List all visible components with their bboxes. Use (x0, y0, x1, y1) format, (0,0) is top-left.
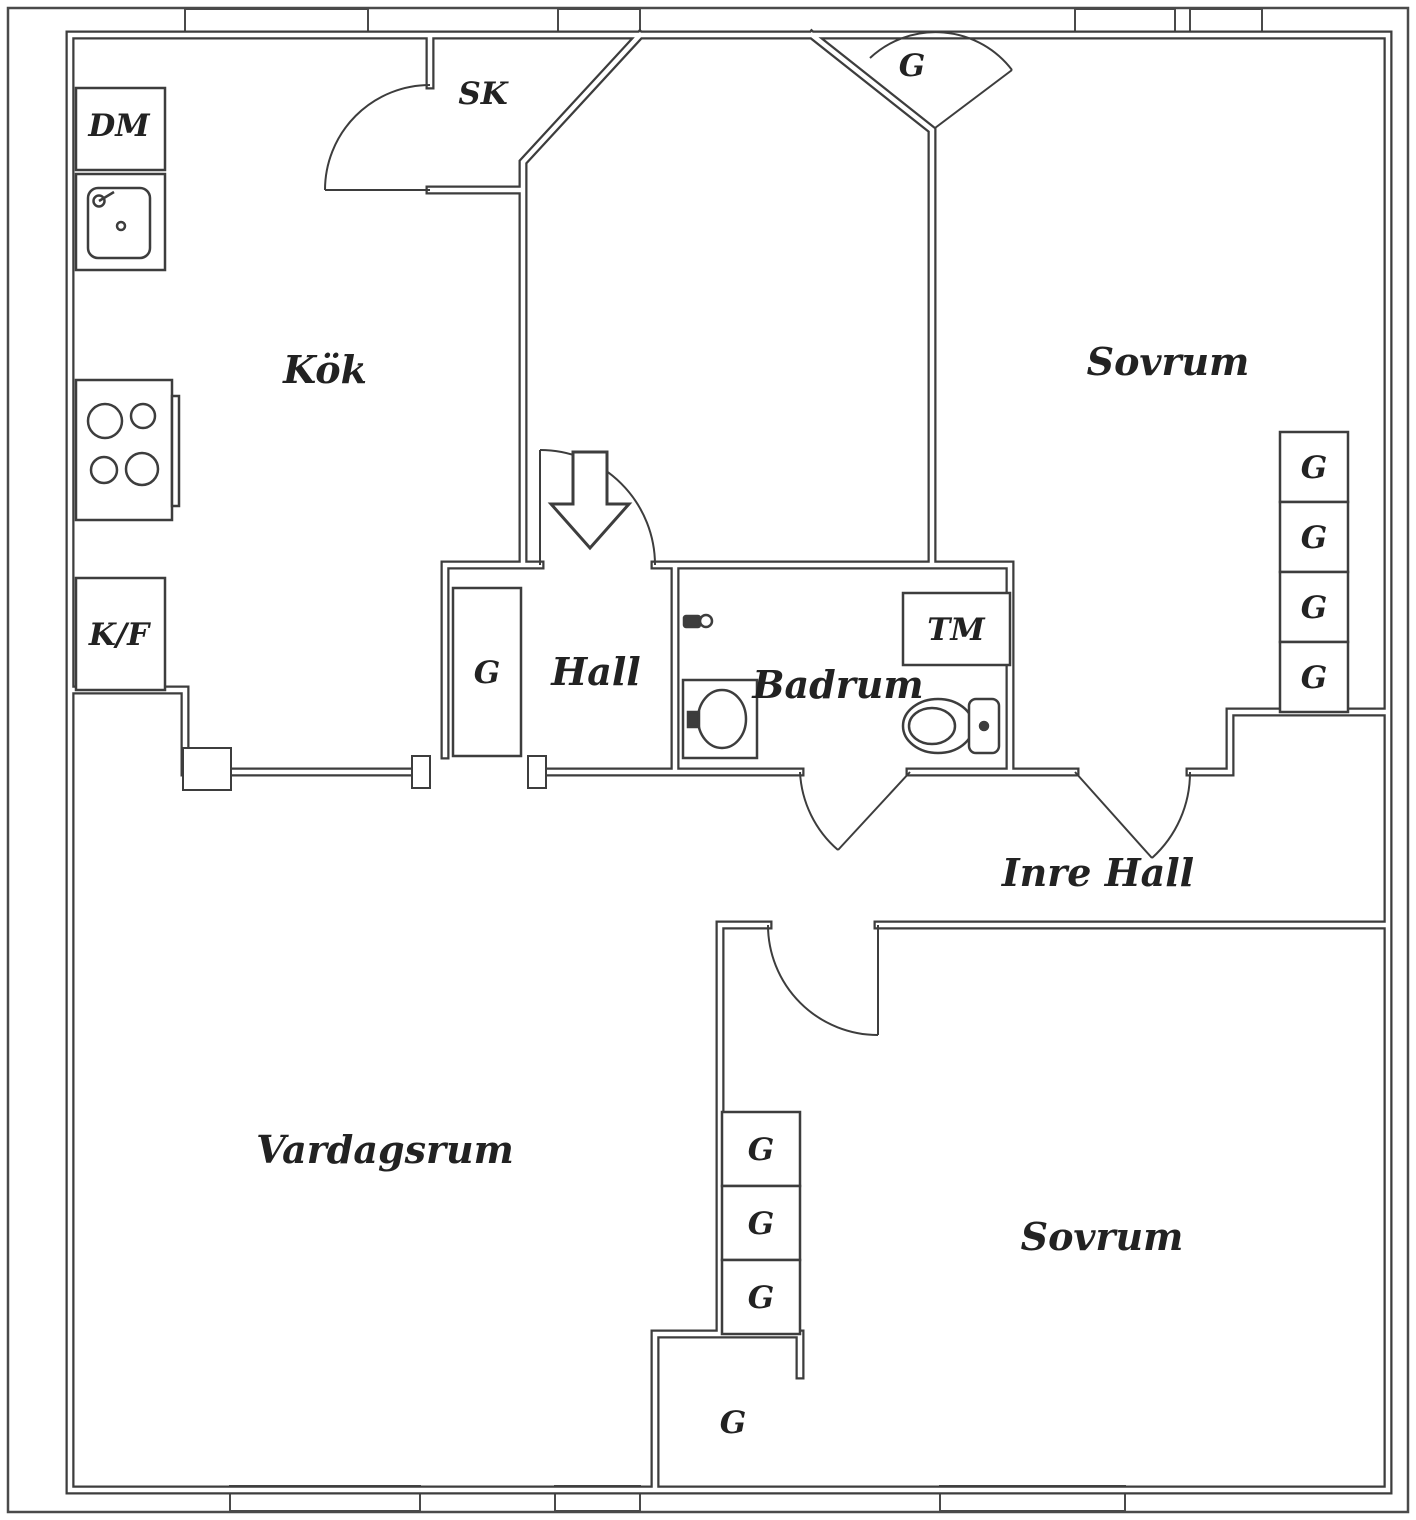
wardrobes (74, 86, 1350, 1336)
kitchen-label: Kök (282, 347, 367, 392)
stove-burner (124, 451, 160, 487)
bedroom-top-label: Sovrum (1087, 339, 1250, 384)
stove-rail (170, 394, 181, 508)
stove-icon (74, 378, 181, 522)
stove-burner (89, 455, 119, 485)
stove-body (74, 378, 174, 522)
wardrobe-label: G (1301, 450, 1327, 486)
wardrobe-box (720, 1184, 802, 1262)
outer-frame (6, 6, 1410, 1514)
wardrobe-label: G (1301, 520, 1327, 556)
bedroom-bottom-label: Sovrum (1021, 1214, 1184, 1259)
dishwasher-box (74, 86, 167, 172)
entrance-door-arc (539, 449, 656, 566)
bathroom-label: Badrum (751, 662, 923, 707)
wardrobe-label: G (899, 48, 925, 84)
bathroom-sink-basin (696, 688, 748, 750)
wardrobe-label: G (720, 1405, 746, 1441)
entrance-arrow (547, 450, 633, 551)
bathroom-door-arc (799, 771, 839, 851)
tap-knob (698, 613, 714, 629)
fridge-freezer-label: K/F (88, 617, 151, 653)
dishwasher-label: DM (87, 108, 151, 144)
closet-door-arc (869, 31, 1013, 71)
washing-machine-box (901, 591, 1012, 667)
stove-burner (129, 402, 157, 430)
inner-hall-label: Inre Hall (1001, 850, 1194, 895)
sink-drain (115, 220, 127, 232)
stove-burner (86, 402, 124, 440)
toilet-bowl-inner (907, 706, 957, 746)
wardrobe-label: G (748, 1280, 774, 1316)
wall-details (182, 747, 547, 791)
bedroom-top-door-leaf (1074, 771, 1153, 859)
living-room-label: Vardagsrum (256, 1127, 514, 1172)
fridge-freezer-box (74, 576, 167, 692)
bathroom-fixtures (681, 613, 1001, 760)
door-jamb (527, 755, 547, 789)
labels: DM SK G Kök Sovrum G G G G K/F G Hall TM… (87, 48, 1327, 1441)
door-jamb (411, 755, 431, 789)
bathroom-sink-tap (686, 710, 701, 729)
bathroom-door-leaf (837, 771, 911, 851)
sk-closet-label: SK (458, 76, 508, 112)
wardrobe-label: G (748, 1132, 774, 1168)
wardrobe-label: G (1301, 660, 1327, 696)
wardrobe-label: G (1301, 590, 1327, 626)
tap-icon (682, 614, 702, 629)
toilet-button (978, 720, 990, 732)
closet-door-leaf (934, 69, 1013, 129)
door-swings (324, 31, 1192, 1036)
shaft-bump (182, 747, 232, 791)
wardrobe-box (720, 1258, 802, 1336)
wardrobe-box-hall (451, 586, 523, 758)
wardrobe-box (1278, 640, 1350, 714)
bedroom-bottom-door-arc (767, 924, 879, 1036)
bedroom-top-door-arc (1151, 771, 1192, 859)
hall-label: Hall (550, 649, 640, 694)
washing-machine-label: TM (927, 612, 986, 648)
sink-spout (98, 190, 115, 203)
wardrobe-label: G (748, 1206, 774, 1242)
kitchen-sink-icon (74, 172, 167, 272)
sk-door-arc (324, 84, 431, 191)
wardrobe-label: G (474, 655, 500, 691)
